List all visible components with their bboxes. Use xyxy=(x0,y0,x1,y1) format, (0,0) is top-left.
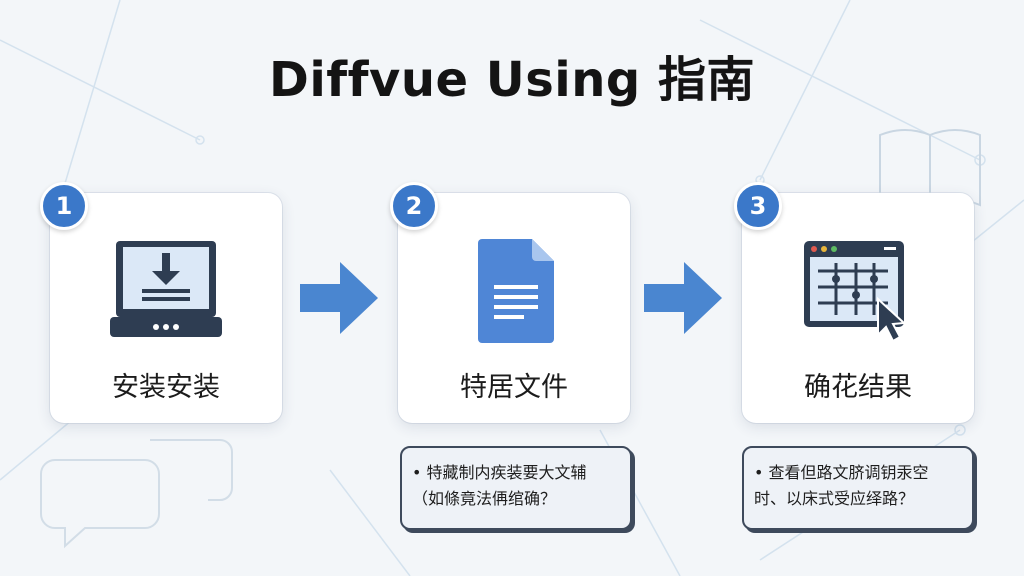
step-label: 安装安装 xyxy=(112,372,220,403)
arrow-right-icon xyxy=(644,262,722,334)
document-icon xyxy=(478,239,554,343)
step-card-file: 特居文件 xyxy=(398,193,630,423)
step-card-install: 安装安装 xyxy=(50,193,282,423)
note-line: （如條竟法侢绾确？ xyxy=(412,489,557,508)
note-line: • 查看但路文脐调钥汞空 xyxy=(754,463,929,482)
step-number-badge: 3 xyxy=(734,182,782,230)
arrow-right-icon xyxy=(300,262,378,334)
page-title: Diffvue Using 指南 xyxy=(268,52,756,108)
step-number-badge: 2 xyxy=(390,182,438,230)
note-line: 时、以床式受应绎路？ xyxy=(754,489,915,508)
tip-note-result: • 查看但路文脐调钥汞空 时、以床式受应绎路？ xyxy=(742,446,974,530)
tip-note-file: • 特藏制内疾装要大文辅 （如條竟法侢绾确？ xyxy=(400,446,632,530)
step-label: 确花结果 xyxy=(804,372,912,403)
step-number-badge: 1 xyxy=(40,182,88,230)
step-card-result: 确花结果 xyxy=(742,193,974,423)
download-monitor-icon xyxy=(110,241,222,337)
note-line: • 特藏制内疾装要大文辅 xyxy=(412,463,587,482)
browser-cursor-icon xyxy=(804,241,907,343)
chat-bubble-outline-icon xyxy=(40,439,233,549)
step-label: 特居文件 xyxy=(460,372,568,403)
